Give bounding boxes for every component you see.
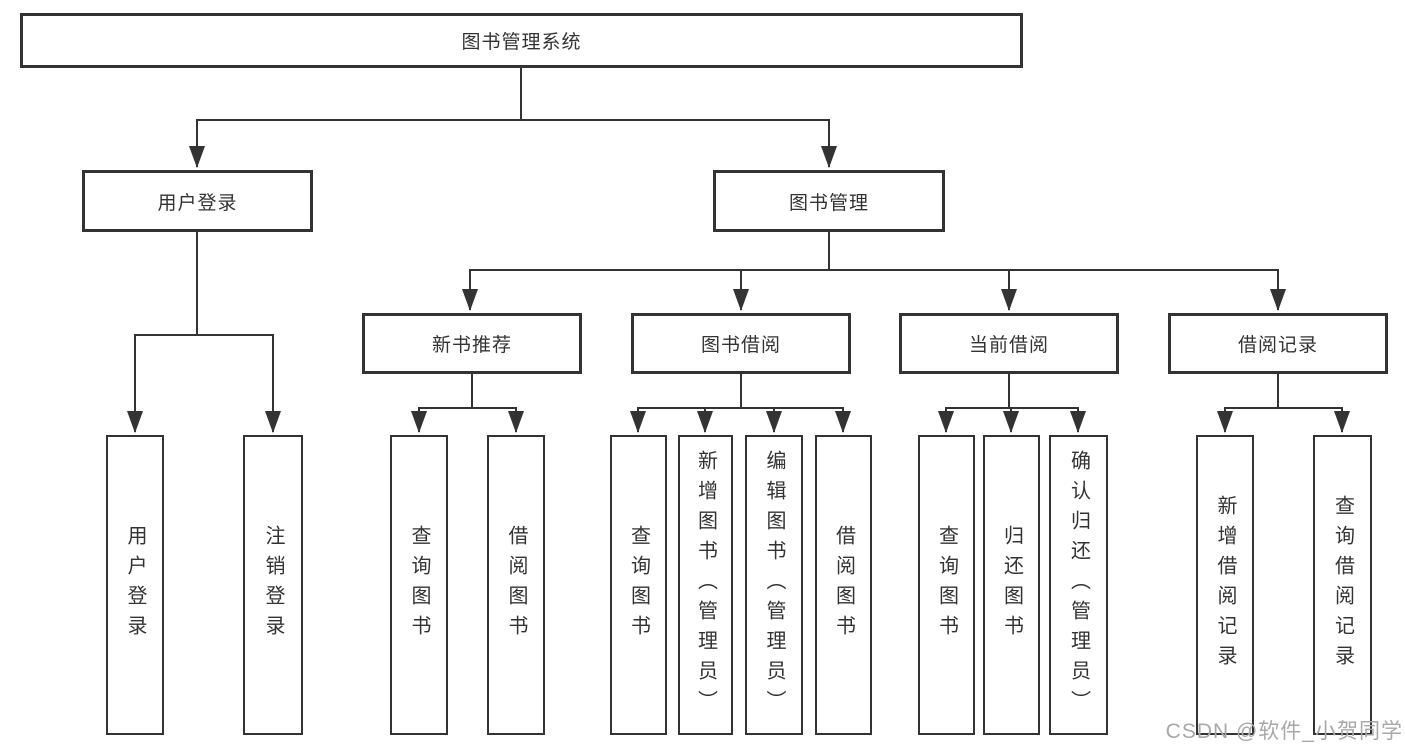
node-new-book-recommend: 新书推荐 [362,313,582,374]
node-current-query-books-label: 查询图书 [935,525,958,645]
node-records-query-record: 查询借阅记录 [1313,435,1372,735]
node-borrow-borrow-books: 借阅图书 [815,435,872,735]
node-book-borrow-label: 图书借阅 [700,335,781,356]
node-borrow-borrow-books-label: 借阅图书 [832,525,855,645]
node-records-add-record: 新增借阅记录 [1196,435,1254,735]
node-user-login-leaf: 用户登录 [106,435,164,735]
node-borrow-query-books-label: 查询图书 [627,525,650,645]
node-user-login-leaf-label: 用户登录 [124,525,146,645]
node-current-query-books: 查询图书 [918,435,975,735]
node-borrow-query-books: 查询图书 [610,435,667,735]
node-current-return-books: 归还图书 [983,435,1040,735]
node-recommend-query-books-label: 查询图书 [408,525,430,645]
node-system-root-label: 图书管理系统 [461,32,582,53]
node-current-confirm-return-admin: 确认归还（管理员） [1049,435,1108,735]
node-logout-leaf-label: 注销登录 [262,525,284,645]
node-current-return-books-label: 归还图书 [1000,525,1023,645]
connector-book-borrow [630,374,851,433]
connector-root [189,68,837,168]
node-records-add-record-label: 新增借阅记录 [1214,495,1236,675]
node-book-management: 图书管理 [713,170,945,232]
connector-user-login [127,232,281,433]
node-borrow-records: 借阅记录 [1168,313,1388,374]
node-logout-leaf: 注销登录 [243,435,303,735]
node-borrow-edit-books-admin: 编辑图书（管理员） [745,435,803,735]
node-book-borrow: 图书借阅 [631,313,851,374]
node-current-borrow: 当前借阅 [899,313,1119,374]
node-current-confirm-return-admin-label: 确认归还（管理员） [1067,450,1090,720]
node-user-login: 用户登录 [82,170,313,232]
node-borrow-add-books-admin-label: 新增图书（管理员） [694,450,717,720]
node-recommend-query-books: 查询图书 [390,435,448,735]
node-new-book-recommend-label: 新书推荐 [431,335,512,356]
node-borrow-records-label: 借阅记录 [1237,335,1318,356]
watermark: CSDN @软件_小贺同学 [1165,719,1403,743]
connector-borrow-records [1217,374,1350,433]
node-system-root: 图书管理系统 [20,13,1023,68]
node-recommend-borrow-books-label: 借阅图书 [505,525,527,645]
connector-current-borrow [938,374,1086,433]
node-borrow-add-books-admin: 新增图书（管理员） [678,435,733,735]
node-book-management-label: 图书管理 [788,192,869,214]
connector-new-book-recommend [411,374,524,433]
node-recommend-borrow-books: 借阅图书 [487,435,545,735]
node-user-login-label: 用户登录 [157,192,238,214]
node-current-borrow-label: 当前借阅 [968,335,1049,356]
connector-book-management [462,232,1286,311]
node-records-query-record-label: 查询借阅记录 [1331,495,1354,675]
node-borrow-edit-books-admin-label: 编辑图书（管理员） [763,450,785,720]
